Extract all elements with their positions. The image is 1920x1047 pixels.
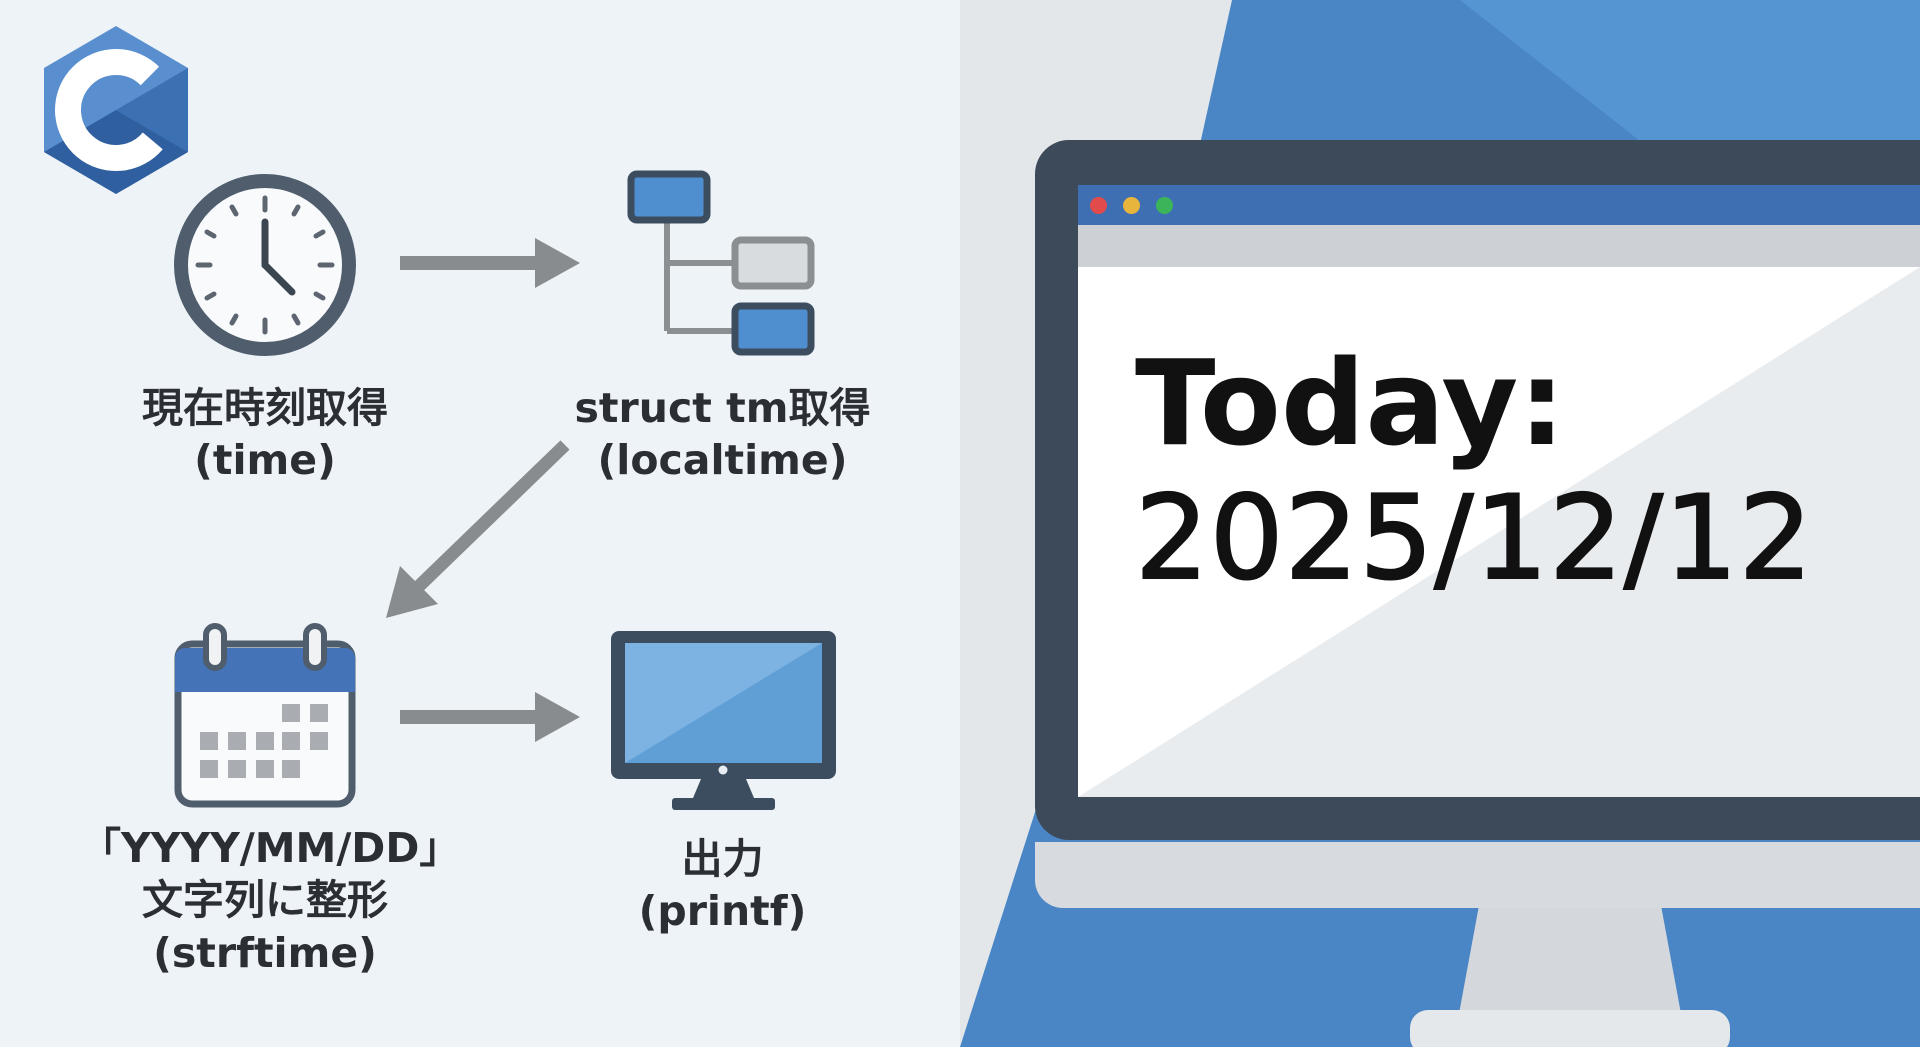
today-date: 2025/12/12 (1134, 470, 1814, 606)
window-content-bg (1078, 267, 1920, 797)
struct-tree-icon (627, 170, 815, 356)
clock-icon (174, 174, 356, 356)
output-display-panel: Today: 2025/12/12 (960, 0, 1920, 1047)
window-title-bar (1078, 185, 1920, 225)
monitor-stand (1410, 900, 1730, 1047)
step-printf-label: 出力 (printf) (575, 833, 870, 938)
monitor-icon (611, 631, 836, 810)
arrow-right-1 (400, 238, 580, 288)
arrow-diagonal (386, 440, 570, 618)
step-localtime-func: (localtime) (597, 436, 848, 485)
calendar-icon (174, 623, 356, 808)
close-dot-icon[interactable] (1090, 197, 1107, 214)
step-strftime-format: 「YYYY/MM/DD」 (80, 824, 461, 872)
large-monitor-chin (1035, 842, 1920, 908)
arrow-right-2 (400, 692, 580, 742)
step-localtime-title: struct tm取得 (574, 384, 871, 432)
step-strftime-label: 「YYYY/MM/DD」 文字列に整形 (strftime) (80, 822, 461, 979)
today-output-text: Today: 2025/12/12 (1134, 334, 1814, 607)
step-time-label: 現在時刻取得 (time) (100, 382, 430, 487)
minimize-dot-icon[interactable] (1123, 197, 1140, 214)
step-strftime-func: (strftime) (153, 928, 377, 977)
c-language-logo-icon (44, 26, 188, 194)
maximize-dot-icon[interactable] (1156, 197, 1173, 214)
step-strftime-title: 文字列に整形 (142, 876, 388, 925)
step-time-func: (time) (194, 436, 336, 485)
step-time-title: 現在時刻取得 (142, 384, 388, 432)
window-toolbar (1078, 225, 1920, 267)
step-printf-func: (printf) (638, 887, 807, 936)
step-localtime-label: struct tm取得 (localtime) (550, 382, 895, 487)
flow-arrows (386, 238, 580, 742)
today-label: Today: (1135, 334, 1566, 472)
browser-window (1078, 185, 1920, 797)
step-printf-title: 出力 (681, 835, 764, 883)
